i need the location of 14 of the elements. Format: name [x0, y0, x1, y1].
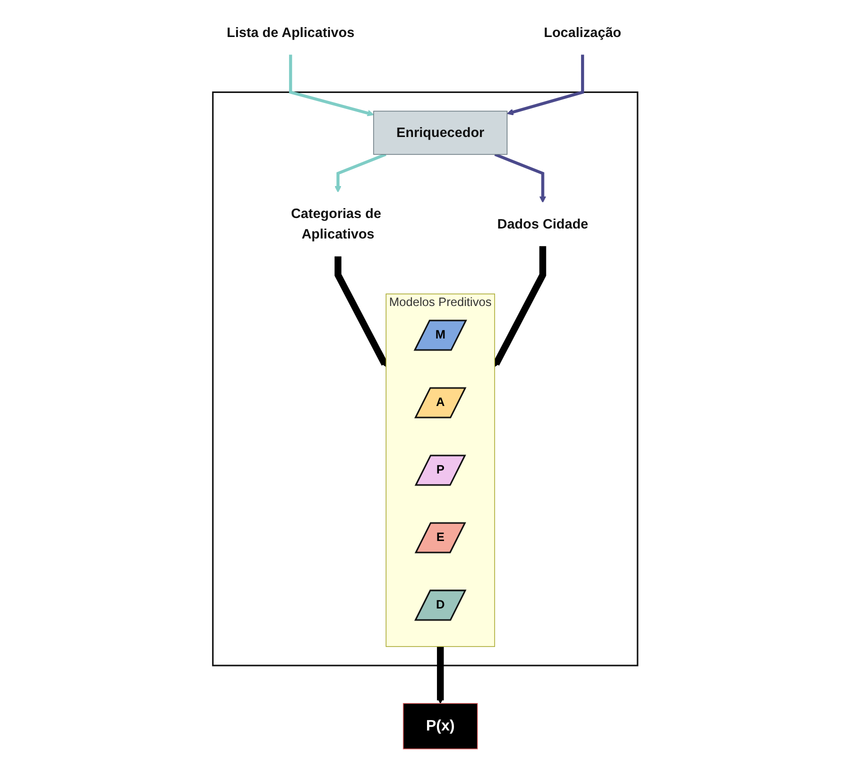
node-text: Lista de Aplicativos [226, 24, 354, 40]
arrow [506, 54, 584, 116]
arrow [494, 152, 546, 203]
cluster [212, 91, 638, 666]
node-text: Dados Cidade [497, 216, 588, 232]
arrow [436, 646, 444, 704]
node-text: Localização [544, 24, 622, 40]
node-box: Enriquecedor [373, 110, 508, 155]
arrow [334, 152, 386, 193]
arrow [334, 256, 388, 367]
node-box: P(x) [402, 703, 478, 750]
arrow [289, 54, 374, 116]
arrow [493, 246, 546, 367]
node-text: Categorias de Aplicativos [290, 206, 382, 242]
